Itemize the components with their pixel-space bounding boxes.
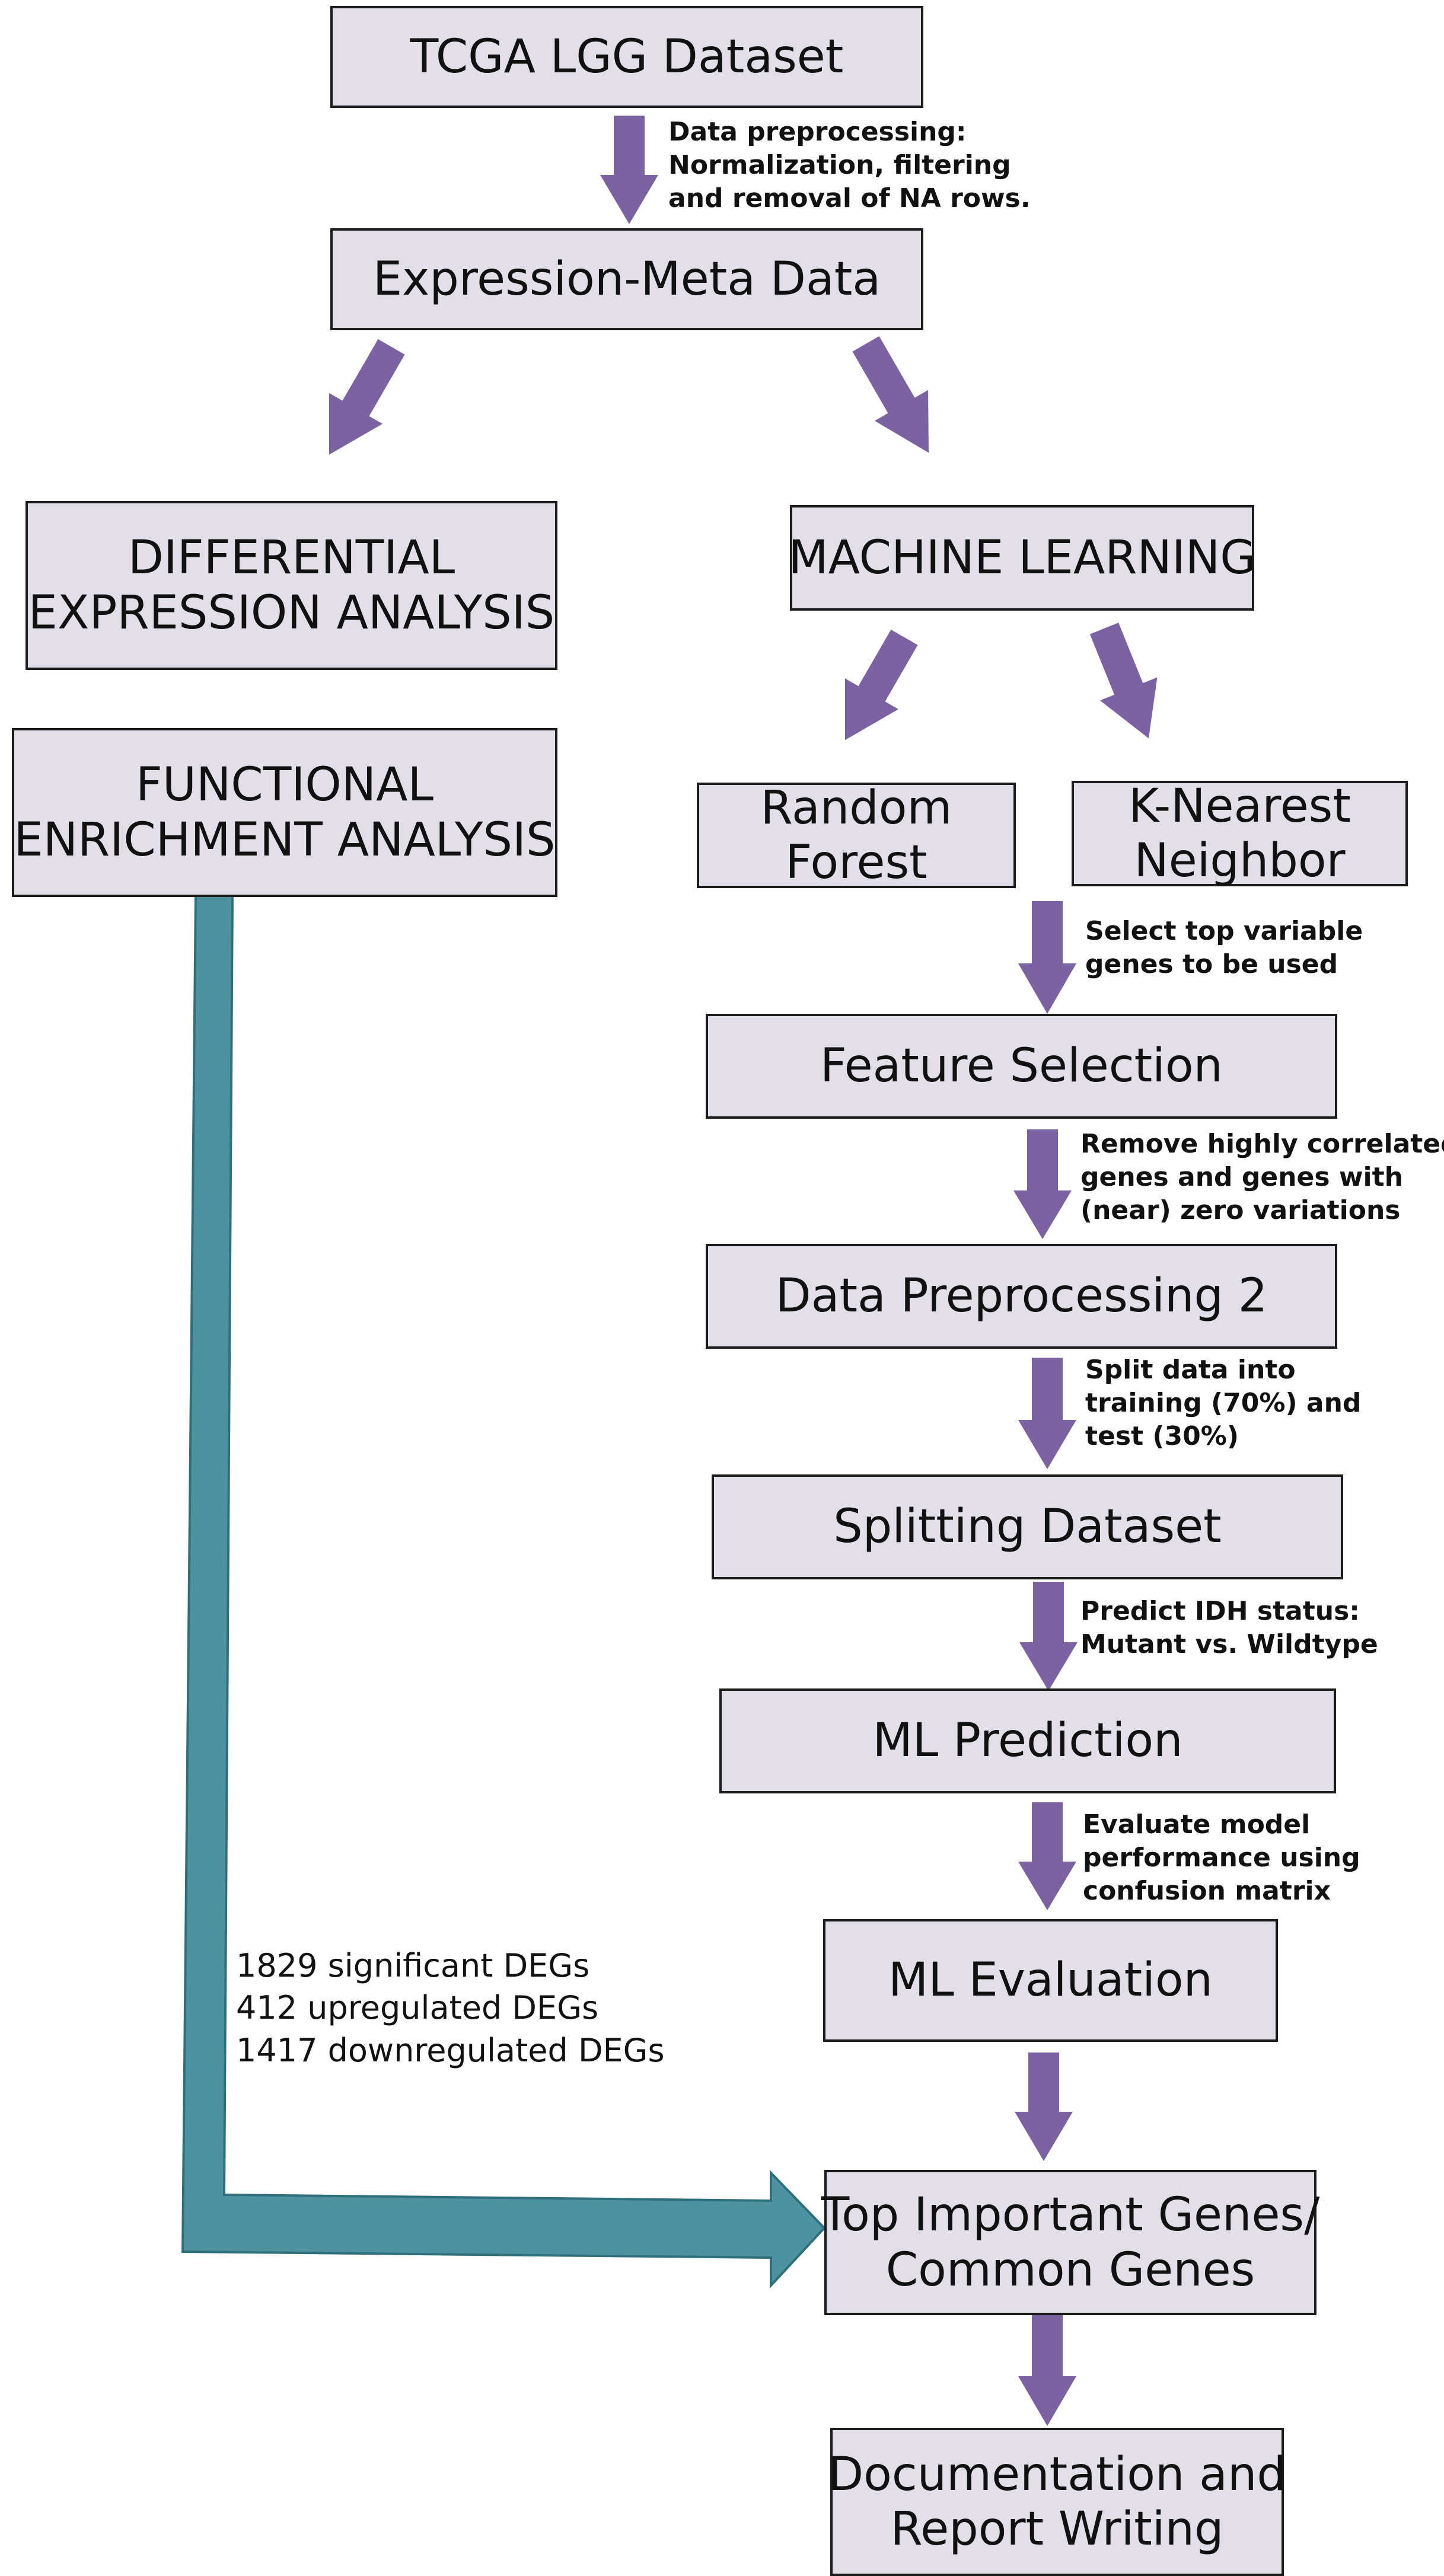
ml-evaluation-box: ML Evaluation — [823, 1919, 1278, 2042]
note-select-genes: Select top variable genes to be used — [1085, 915, 1363, 981]
note-line: Select top variable — [1085, 916, 1363, 946]
box-label-line-2: Forest — [785, 836, 927, 889]
splitting-dataset-box: Splitting Dataset — [712, 1474, 1343, 1579]
arrow-splitting-to-prediction — [1019, 1582, 1078, 1691]
box-label-line-2: Report Writing — [890, 2502, 1224, 2556]
note-line: test (30%) — [1085, 1421, 1239, 1451]
note-line: Mutant vs. Wildtype — [1080, 1629, 1378, 1659]
arrow-preprocessing2-to-splitting — [1018, 1358, 1076, 1469]
arrow-feature-selection-to-preprocessing2 — [1013, 1129, 1072, 1239]
functional-enrichment-analysis-box: FUNCTIONAL ENRICHMENT ANALYSIS — [12, 728, 557, 897]
arrow-prediction-to-evaluation — [1018, 1802, 1076, 1910]
box-label-line-2: ENRICHMENT ANALYSIS — [14, 813, 556, 867]
data-preprocessing-2-box: Data Preprocessing 2 — [706, 1244, 1337, 1349]
box-label: Data Preprocessing 2 — [775, 1269, 1268, 1323]
box-label-line-1: Random — [760, 781, 952, 835]
note-line: performance using — [1083, 1842, 1360, 1873]
note-line: genes to be used — [1085, 949, 1338, 979]
tcga-lgg-dataset-box: TCGA LGG Dataset — [330, 6, 923, 108]
box-label: MACHINE LEARNING — [788, 531, 1256, 585]
note-data-preprocessing: Data preprocessing: Normalization, filte… — [668, 116, 1031, 215]
note-line: Data preprocessing: — [668, 117, 967, 147]
note-line: Split data into — [1085, 1355, 1296, 1385]
arrow-expression-to-machine-learning — [852, 336, 929, 453]
k-nearest-neighbor-box: K-Nearest Neighbor — [1072, 779, 1408, 888]
note-line: confusion matrix — [1083, 1875, 1331, 1906]
box-label: Expression-Meta Data — [372, 252, 881, 306]
differential-expression-analysis-box: DIFFERENTIAL EXPRESSION ANALYSIS — [25, 501, 557, 670]
box-label-line-1: DIFFERENTIAL — [127, 531, 455, 585]
note-line: Predict IDH status: — [1080, 1596, 1360, 1626]
arrow-tcga-to-expression — [600, 116, 658, 224]
stat-upregulated-degs: 412 upregulated DEGs — [236, 1989, 599, 2027]
note-line: and removal of NA rows. — [668, 183, 1031, 213]
arrow-ml-to-random-forest — [844, 630, 918, 740]
box-label-line-1: FUNCTIONAL — [136, 758, 433, 812]
box-label-line-1: Documentation and — [828, 2447, 1286, 2501]
arrow-evaluation-to-top-genes — [1015, 2052, 1073, 2161]
machine-learning-box: MACHINE LEARNING — [788, 505, 1256, 611]
arrow-ml-to-knn — [1089, 623, 1158, 739]
arrow-models-to-feature-selection — [1018, 901, 1076, 1014]
box-label-line-2: EXPRESSION ANALYSIS — [28, 586, 555, 640]
box-label: Splitting Dataset — [833, 1500, 1222, 1554]
arrow-top-genes-to-documentation — [1018, 2315, 1076, 2426]
box-label: ML Evaluation — [888, 1953, 1213, 2007]
box-label-line-2: Neighbor — [1134, 834, 1346, 888]
note-line: Evaluate model — [1083, 1809, 1311, 1840]
box-label-line-1: K-Nearest — [1129, 779, 1351, 833]
note-line: training (70%) and — [1085, 1387, 1362, 1418]
ml-prediction-box: ML Prediction — [719, 1688, 1336, 1793]
box-label: Feature Selection — [820, 1039, 1223, 1093]
note-line: (near) zero variations — [1080, 1195, 1401, 1225]
note-line: genes and genes with — [1080, 1161, 1403, 1192]
documentation-report-writing-box: Documentation and Report Writing — [828, 2428, 1286, 2576]
top-important-genes-box: Top Important Genes/ Common Genes — [821, 2170, 1320, 2315]
box-label-line-2: Common Genes — [885, 2243, 1255, 2297]
note-line: Remove highly correlated — [1080, 1129, 1444, 1159]
feature-selection-box: Feature Selection — [706, 1014, 1337, 1119]
note-line: Normalization, filtering — [668, 149, 1011, 180]
arrow-expression-to-differential — [329, 339, 405, 455]
box-label: TCGA LGG Dataset — [410, 30, 844, 84]
note-remove-correlated: Remove highly correlated genes and genes… — [1080, 1128, 1444, 1227]
note-predict-idh: Predict IDH status: Mutant vs. Wildtype — [1080, 1595, 1378, 1661]
stat-significant-degs: 1829 significant DEGs — [236, 1947, 590, 1984]
note-split-data: Split data into training (70%) and test … — [1085, 1354, 1361, 1453]
random-forest-box: Random Forest — [697, 781, 1016, 889]
expression-meta-data-box: Expression-Meta Data — [330, 228, 923, 330]
deg-flow-arrow — [181, 894, 826, 2289]
box-label-line-1: Top Important Genes/ — [821, 2188, 1320, 2242]
stat-downregulated-degs: 1417 downregulated DEGs — [236, 2031, 665, 2069]
box-label: ML Prediction — [872, 1714, 1183, 1768]
deg-statistics: 1829 significant DEGs 412 upregulated DE… — [236, 1945, 665, 2071]
note-evaluate-model: Evaluate model performance using confusi… — [1083, 1808, 1360, 1908]
